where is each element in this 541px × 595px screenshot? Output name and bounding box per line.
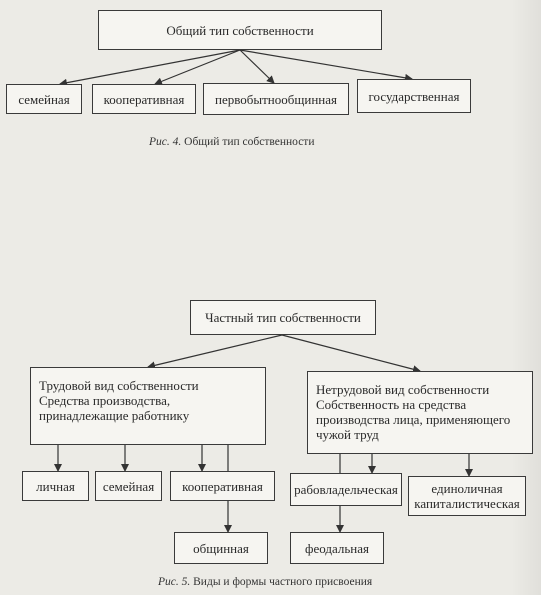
arrow-to-labor [147, 334, 283, 370]
figure5-caption: Рис. 5. Виды и формы частного присвоения [158, 576, 372, 588]
labor-line-3: принадлежащие работнику [39, 408, 190, 423]
feudal-label: феодальная [305, 540, 369, 556]
family-box: семейная [6, 84, 82, 114]
arrow-to-state [239, 49, 413, 82]
figure4-caption-label: Рис. 4. [149, 136, 182, 148]
labor-ownership-box: Трудовой вид собственности Средства прои… [30, 367, 266, 445]
primitive-communal-box: первобытнообщинная [203, 83, 349, 115]
sole-capitalist-line-2: капиталистическая [414, 496, 520, 511]
arrow-to-cooperative [154, 49, 241, 86]
private-ownership-box: Частный тип собственности [190, 300, 376, 335]
figure4-caption-text: Общий тип собственности [184, 136, 315, 148]
sole-capitalist-box: единоличная капиталистическая [408, 476, 526, 516]
arrow-to-primitive [239, 49, 275, 84]
nonlabor-line-1: Нетрудовой вид собственности [316, 382, 490, 397]
nonlabor-ownership-box: Нетрудовой вид собственности Собственнос… [307, 371, 533, 454]
labor-line-2: Средства производства, [39, 393, 171, 408]
nonlabor-line-2: Собственность на средства [316, 397, 467, 412]
primitive-communal-label: первобытнообщинная [214, 91, 337, 107]
leaf-family-label: семейная [102, 478, 155, 494]
family-label: семейная [18, 91, 70, 107]
labor-line-1: Трудовой вид собственности [39, 378, 199, 393]
figure4-caption: Рис. 4. Общий тип собственности [149, 136, 314, 148]
private-ownership-label: Частный тип собственности [205, 310, 361, 325]
general-ownership-label: Общий тип собственности [166, 22, 314, 38]
communal-box: общинная [174, 532, 268, 564]
state-box: государственная [357, 79, 471, 113]
sole-capitalist-line-1: единоличная [431, 481, 503, 496]
nonlabor-line-4: чужой труд [316, 427, 379, 442]
cooperative-label: кооперативная [103, 91, 185, 107]
arrow-to-family [59, 49, 241, 87]
cooperative-box: кооперативная [92, 84, 196, 114]
personal-label: личная [36, 478, 75, 494]
leaf-family-box: семейная [95, 471, 162, 501]
communal-label: общинная [193, 540, 249, 556]
slave-owning-label: рабовладельческая [294, 482, 398, 497]
leaf-cooperative-box: кооперативная [170, 471, 275, 501]
figure5-caption-label: Рис. 5. [158, 576, 191, 588]
state-label: государственная [368, 88, 460, 104]
nonlabor-line-3: производства лица, применяющего [316, 412, 511, 427]
figure5-caption-text: Виды и формы частного присвоения [193, 576, 373, 588]
general-ownership-box: Общий тип собственности [98, 10, 382, 50]
leaf-cooperative-label: кооперативная [182, 478, 263, 494]
feudal-box: феодальная [290, 532, 384, 564]
arrow-to-nonlabor [281, 334, 421, 374]
slave-owning-box: рабовладельческая [290, 473, 402, 506]
personal-box: личная [22, 471, 89, 501]
